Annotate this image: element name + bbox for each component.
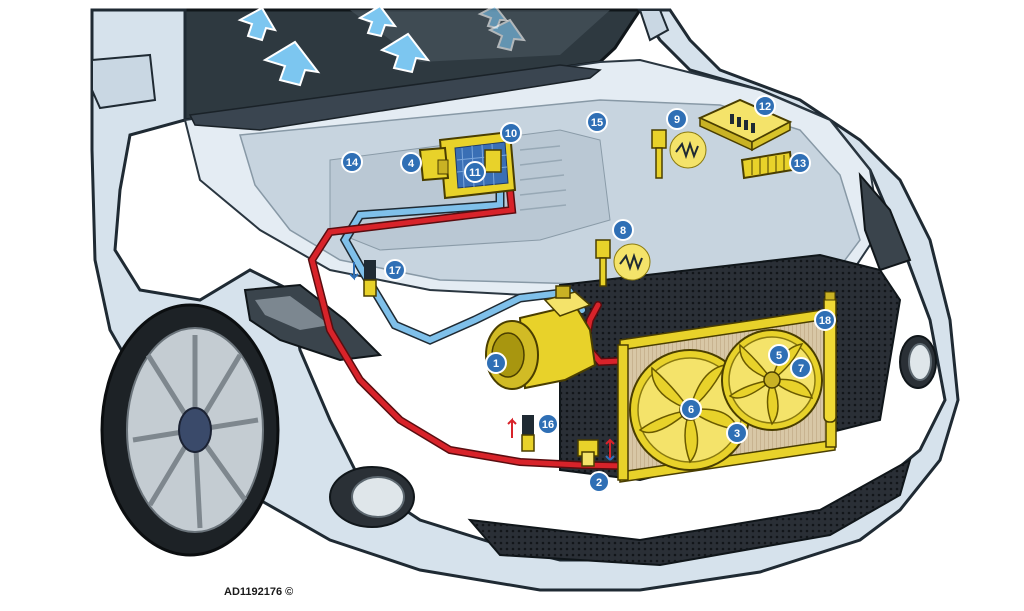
svg-text:10: 10 bbox=[505, 128, 517, 140]
callout-8: 8 bbox=[612, 219, 634, 241]
pressure-switch-2 bbox=[577, 438, 615, 467]
callout-17: 17 bbox=[384, 259, 406, 281]
service-port-17 bbox=[349, 260, 377, 297]
svg-text:13: 13 bbox=[794, 158, 806, 170]
cooling-fan-right bbox=[721, 329, 823, 431]
callout-6: 6 bbox=[680, 398, 702, 420]
svg-text:7: 7 bbox=[798, 363, 804, 375]
car-body bbox=[90, 8, 960, 592]
callout-7: 7 bbox=[790, 357, 812, 379]
callout-14: 14 bbox=[341, 151, 363, 173]
callout-10: 10 bbox=[500, 122, 522, 144]
airflow-arrow-icon bbox=[237, 4, 527, 87]
callout-11: 11 bbox=[464, 161, 486, 183]
svg-text:14: 14 bbox=[346, 157, 359, 169]
callout-13: 13 bbox=[789, 152, 811, 174]
svg-text:1: 1 bbox=[493, 358, 499, 370]
left-headlight-lens bbox=[255, 296, 330, 330]
ac-compressor bbox=[485, 285, 597, 390]
callout-2: 2 bbox=[588, 471, 610, 493]
right-mirror bbox=[638, 9, 670, 42]
temperature-sensor-9 bbox=[651, 129, 707, 179]
callout-12: 12 bbox=[754, 95, 776, 117]
service-port-16 bbox=[507, 415, 535, 452]
callout-4: 4 bbox=[400, 152, 422, 174]
low-pressure-line bbox=[339, 170, 587, 345]
callout-5: 5 bbox=[768, 344, 790, 366]
callout-1: 1 bbox=[485, 352, 507, 374]
front-wheel bbox=[100, 303, 280, 557]
svg-text:18: 18 bbox=[819, 315, 831, 327]
svg-text:17: 17 bbox=[389, 265, 401, 277]
svg-text:4: 4 bbox=[408, 158, 415, 170]
right-fog-light bbox=[899, 335, 937, 389]
copyright-code: AD1192176 © bbox=[224, 586, 294, 598]
temperature-sensor-8 bbox=[595, 239, 651, 287]
callout-18: 18 bbox=[814, 309, 836, 331]
svg-text:5: 5 bbox=[776, 350, 782, 362]
svg-text:8: 8 bbox=[620, 225, 626, 237]
svg-text:3: 3 bbox=[734, 428, 740, 440]
svg-text:16: 16 bbox=[542, 419, 554, 431]
svg-text:9: 9 bbox=[674, 114, 680, 126]
left-fog-light bbox=[329, 466, 415, 528]
control-module-12 bbox=[697, 98, 793, 152]
callout-16: 16 bbox=[537, 413, 559, 435]
callout-3: 3 bbox=[726, 422, 748, 444]
lower-grille bbox=[467, 457, 912, 567]
callout-badges: 1 2 3 4 5 6 7 8 9 10 11 12 13 14 15 16 1… bbox=[341, 95, 836, 493]
callout-15: 15 bbox=[586, 111, 608, 133]
svg-text:12: 12 bbox=[759, 101, 771, 113]
svg-text:2: 2 bbox=[596, 477, 602, 489]
left-mirror bbox=[91, 53, 157, 110]
svg-text:6: 6 bbox=[688, 404, 694, 416]
expansion-valve bbox=[418, 146, 450, 182]
right-headlight bbox=[858, 171, 912, 272]
callout-9: 9 bbox=[666, 108, 688, 130]
svg-text:15: 15 bbox=[591, 117, 603, 129]
wiper-cowl bbox=[188, 64, 602, 131]
svg-text:11: 11 bbox=[469, 167, 481, 179]
